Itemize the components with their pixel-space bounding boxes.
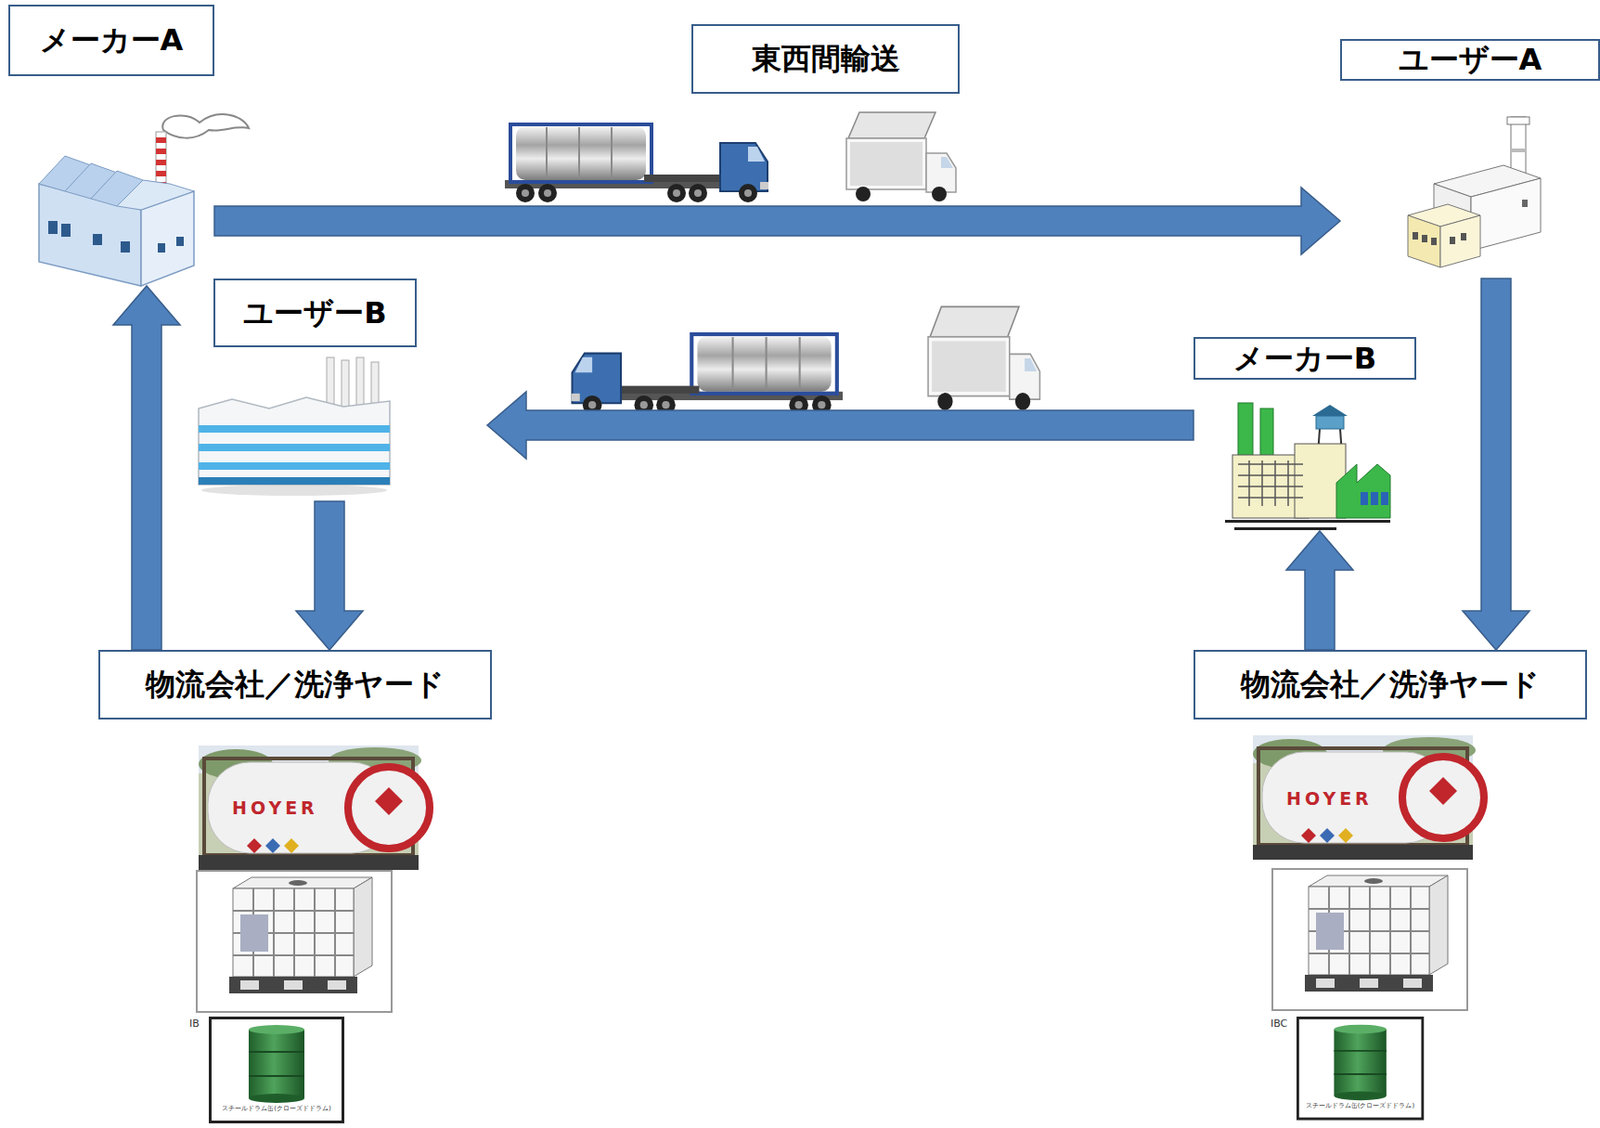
factory-icon-part [162, 114, 249, 138]
label-box: 物流会社／洗浄ヤード [1193, 649, 1588, 720]
factory-icon-part [116, 180, 194, 210]
factory-icon-part [198, 397, 390, 485]
factory-icon-part [155, 170, 167, 177]
ibc-container [1272, 868, 1468, 1010]
factory-group: メーカーA [8, 4, 215, 286]
factory-group: メーカーB [1193, 336, 1417, 531]
flow-arrow [487, 391, 1194, 459]
factory-icon-part [1234, 527, 1337, 530]
flow-arrow [113, 285, 181, 650]
label-box: メーカーB [1193, 336, 1417, 380]
factory-icon-part [120, 241, 130, 253]
tank-truck [504, 124, 769, 203]
factory-icon [1225, 402, 1391, 530]
factory-icon-part [1510, 148, 1526, 153]
node-label: ユーザーB [243, 296, 387, 331]
factory-icon-part [1522, 199, 1528, 207]
factory-icon-part [198, 425, 390, 433]
yard-box: 物流会社／洗浄ヤード [1193, 649, 1588, 720]
container-brand: HOYER [232, 798, 319, 818]
tank-truck [570, 334, 843, 415]
node-label: ユーザーA [1398, 42, 1543, 78]
drum-caption: スチールドラム缶(クローズドドラム) [208, 1104, 345, 1112]
ibc-container [196, 870, 392, 1012]
factory-icon-part [155, 148, 167, 155]
node-label: 物流会社／洗浄ヤード [1240, 667, 1540, 702]
container-type-label: IBC [1270, 1018, 1288, 1030]
factory-icon-part [155, 137, 167, 143]
flow-arrow [1286, 530, 1354, 650]
node-label: メーカーA [39, 23, 184, 58]
factory-group: ユーザーB [198, 278, 488, 502]
factory-icon-part [341, 360, 349, 413]
label-box: ユーザーA [1340, 38, 1600, 81]
factory-icon-part [1370, 491, 1379, 505]
tank-container [198, 745, 430, 870]
factory-icon-part [155, 159, 167, 166]
transport-title-box: 東西間輸送 [691, 24, 960, 94]
factory-icon-part [198, 477, 390, 485]
factory-icon [38, 114, 249, 286]
factory-icon-part [198, 443, 390, 452]
factory-icon-part [1316, 415, 1344, 429]
node-label: メーカーB [1233, 341, 1377, 376]
yard-box: 物流会社／洗浄ヤード [98, 649, 492, 720]
factory-icon-part [1449, 236, 1456, 245]
node-label: 東西間輸送 [751, 41, 901, 77]
flow-arrow [1462, 278, 1530, 650]
factory-icon [198, 357, 390, 496]
factory-icon-part [198, 462, 390, 470]
label-box: ユーザーB [213, 278, 417, 348]
factory-icon-part [176, 236, 184, 246]
factory-group: ユーザーA [1340, 38, 1600, 279]
factory-icon-part [1431, 237, 1437, 246]
tank-container [1252, 735, 1484, 860]
label-box: 東西間輸送 [691, 24, 960, 94]
factory-icon-part [1407, 215, 1441, 268]
factory-icon-part [1238, 460, 1304, 506]
factory-icon-part [1336, 464, 1391, 518]
factory-icon-part [1380, 491, 1389, 505]
container-brand: HOYER [1286, 788, 1373, 809]
wing-van [928, 306, 1040, 410]
factory-icon-part [61, 223, 71, 237]
factory-icon-part [1460, 232, 1467, 241]
flow-arrow [214, 187, 1341, 255]
factory-icon-part [1360, 491, 1368, 505]
factory-icon-part [1225, 519, 1391, 523]
factory-icon-part [1412, 232, 1419, 240]
container-type-label: IB [189, 1018, 200, 1030]
factory-icon-part [1440, 215, 1481, 268]
factory-icon-part [1507, 116, 1530, 125]
node-label: 物流会社／洗浄ヤード [145, 667, 445, 702]
drum-caption: スチールドラム缶(クローズドドラム) [1296, 1101, 1424, 1110]
factory-icon-part [48, 220, 58, 234]
label-box: 物流会社／洗浄ヤード [98, 649, 492, 720]
label-box: メーカーA [8, 4, 215, 77]
factory-icon-part [157, 243, 166, 253]
factory-icon [1407, 116, 1541, 268]
factory-icon-part [1421, 234, 1428, 243]
factory-icon-part [201, 484, 388, 496]
factory-icon-part [92, 233, 103, 246]
factory-icon-part [1312, 404, 1348, 416]
flow-arrow [296, 501, 363, 650]
factory-icon-part [1470, 178, 1541, 251]
wing-van [846, 112, 956, 202]
